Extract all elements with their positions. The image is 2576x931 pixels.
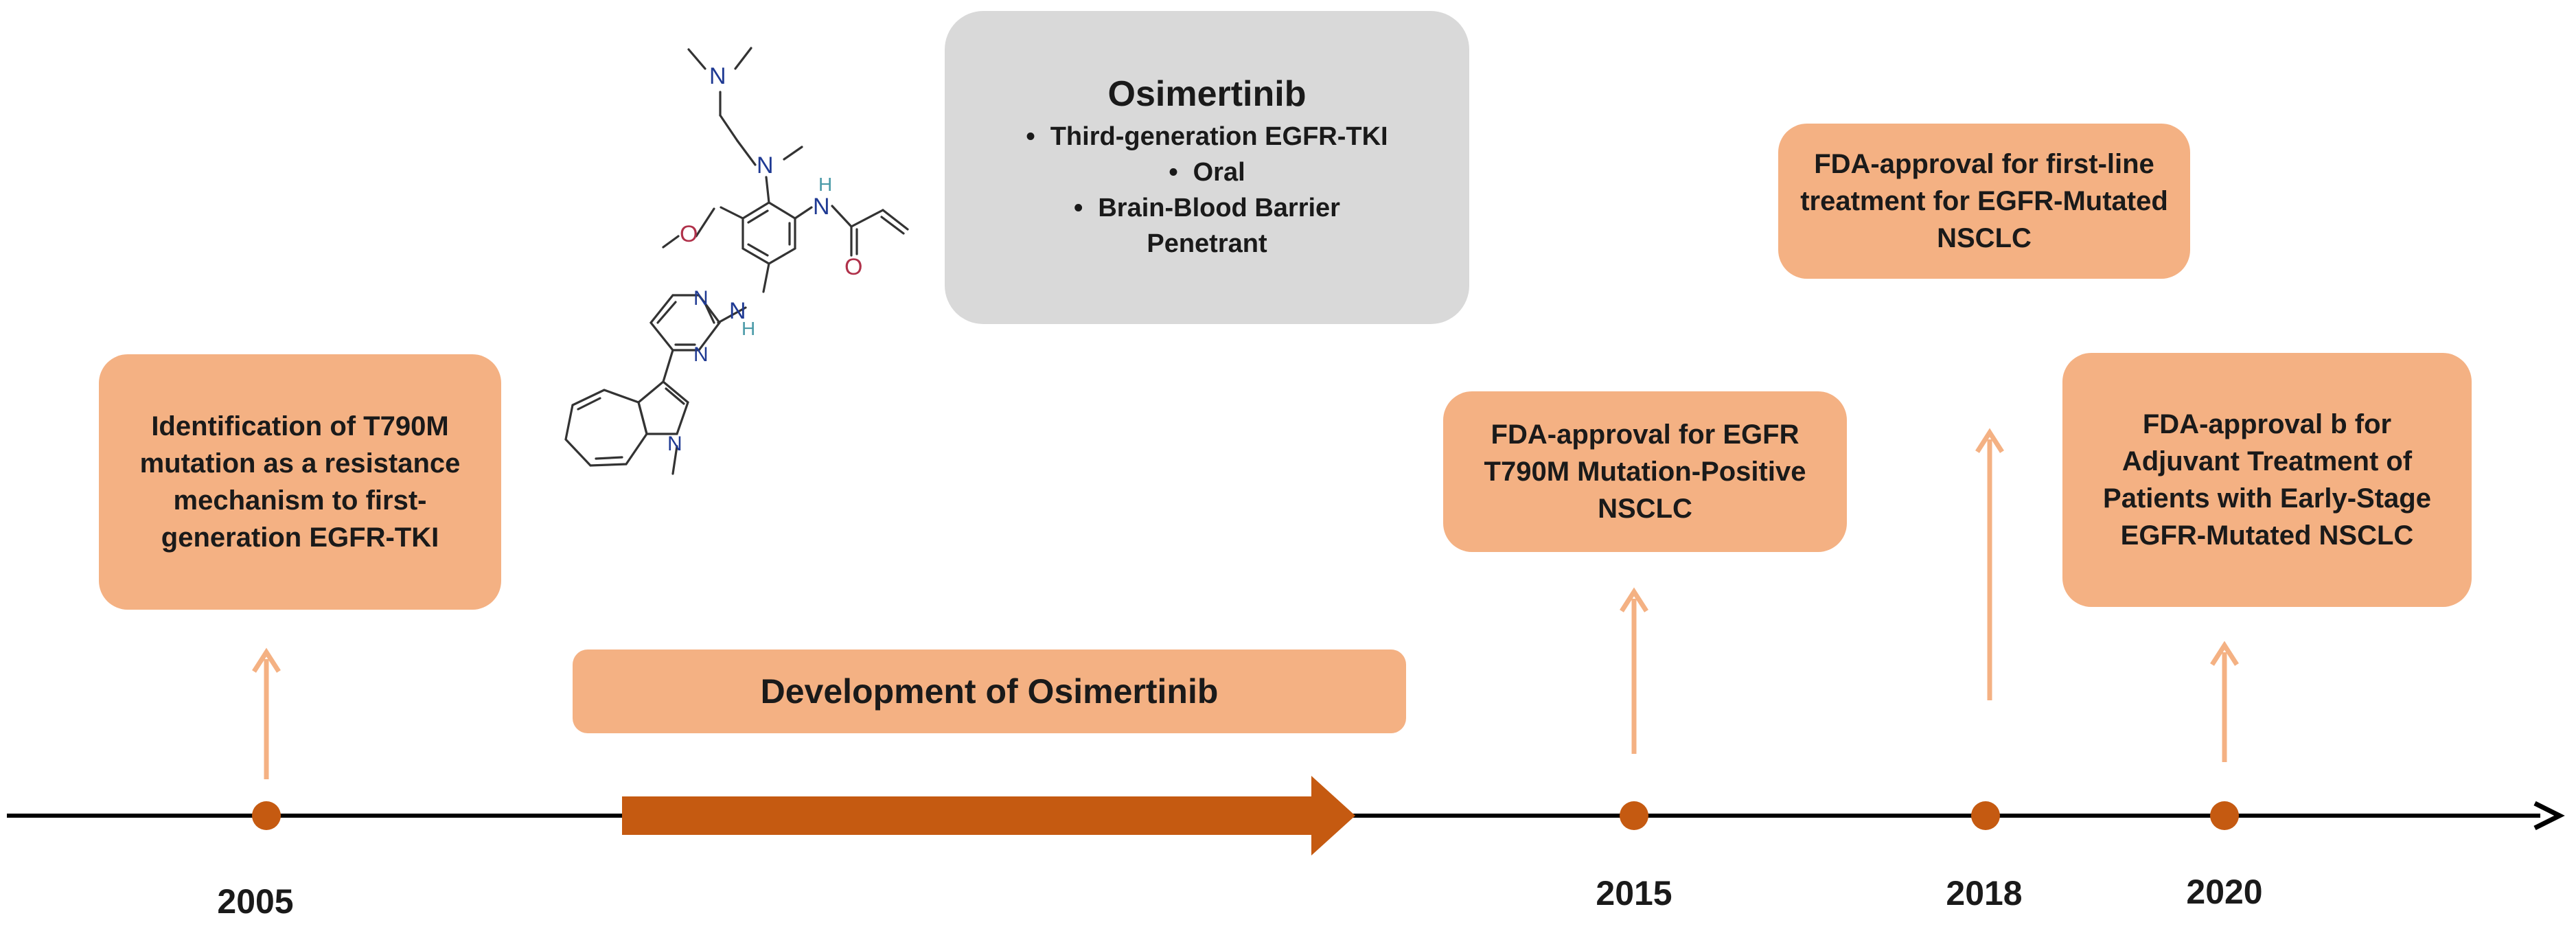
atom-n-pyrimidine-2: N: [693, 343, 709, 366]
connector-arrow-2018: [1975, 428, 2004, 700]
osimertinib-fact: Oral: [1026, 154, 1388, 190]
osimertinib-structure: [564, 47, 909, 475]
connector-arrow-2005: [252, 647, 281, 779]
atom-n-pyrimidine-1: N: [693, 287, 709, 310]
atom-n-amide: N: [813, 194, 830, 220]
timeline-axis-arrowhead: [2533, 801, 2565, 831]
event-box-t790m: Identification of T790M mutation as a re…: [99, 354, 501, 610]
atom-h-linker: H: [741, 318, 755, 339]
development-label: Development of Osimertinib: [760, 672, 1219, 711]
osimertinib-facts-list: Third-generation EGFR-TKI Oral Brain-Blo…: [1026, 119, 1388, 262]
connector-arrow-2020: [2210, 641, 2239, 762]
atom-n-indole: N: [667, 433, 682, 455]
year-label-2020: 2020: [2186, 873, 2263, 911]
atom-n-linker: N: [729, 298, 746, 324]
event-text-fda2020: FDA-approval b for Adjuvant Treatment of…: [2103, 409, 2431, 551]
osimertinib-fact: Brain-Blood Barrier Penetrant: [1028, 190, 1385, 262]
year-label-2005: 2005: [217, 882, 294, 921]
connector-arrow-2015: [1620, 587, 1648, 754]
atom-h-amide: H: [818, 174, 832, 195]
development-arrow-shaft: [622, 796, 1315, 835]
node-2015: [1620, 801, 1648, 830]
event-text-fda2015: FDA-approval for EGFR T790M Mutation-Pos…: [1484, 419, 1806, 524]
osimertinib-card: Osimertinib Third-generation EGFR-TKI Or…: [945, 11, 1469, 324]
atom-n-amine: N: [709, 63, 726, 89]
event-box-fda2018: FDA-approval for first-line treatment fo…: [1778, 124, 2190, 279]
osimertinib-atom-labels: N N N H O O N H N N N: [667, 63, 862, 455]
development-arrow-head: [1311, 776, 1355, 855]
event-box-fda2015: FDA-approval for EGFR T790M Mutation-Pos…: [1443, 391, 1847, 552]
atom-o-carbonyl: O: [844, 254, 862, 280]
atom-o-methoxy: O: [680, 221, 698, 247]
node-2020: [2210, 801, 2239, 830]
node-2018: [1971, 801, 2000, 830]
osimertinib-card-title: Osimertinib: [1107, 74, 1307, 114]
osimertinib-fact: Third-generation EGFR-TKI: [1026, 119, 1388, 154]
event-box-fda2020: FDA-approval b for Adjuvant Treatment of…: [2062, 353, 2472, 607]
node-2005: [252, 801, 281, 830]
event-text-fda2018: FDA-approval for first-line treatment fo…: [1800, 149, 2168, 253]
year-label-2018: 2018: [1946, 874, 2023, 912]
atom-n-methylamine: N: [757, 152, 774, 179]
development-label-box: Development of Osimertinib: [573, 650, 1406, 733]
year-label-2015: 2015: [1596, 874, 1672, 912]
event-text-t790m: Identification of T790M mutation as a re…: [139, 411, 461, 553]
